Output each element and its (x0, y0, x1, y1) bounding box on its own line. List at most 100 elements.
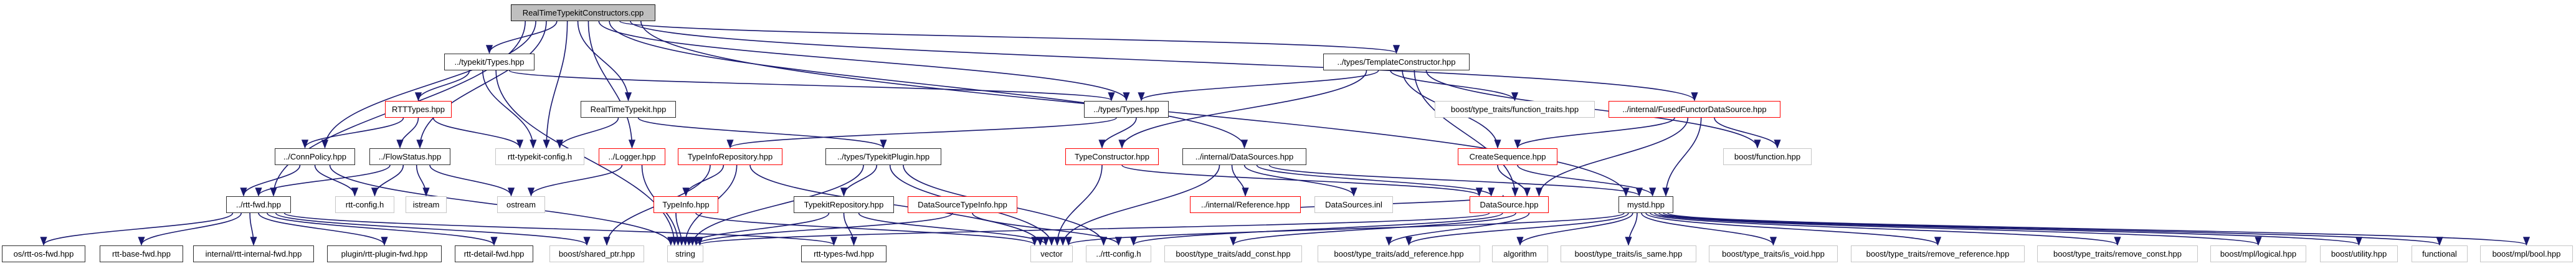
graph-node-datasources_inl: DataSources.inl (1314, 196, 1393, 213)
graph-node-functional: functional (2412, 245, 2468, 262)
include-edge (267, 212, 498, 246)
graph-node-function_traits: boost/type_traits/function_traits.hpp (1435, 101, 1595, 118)
graph-node-logger[interactable]: ../Logger.hpp (599, 148, 665, 165)
graph-node-add_const: boost/type_traits/add_const.hpp (1164, 245, 1302, 262)
graph-node-datasourcetypeinfo[interactable]: DataSourceTypeInfo.hpp (908, 196, 1017, 213)
graph-node-root[interactable]: RealTimeTypekitConstructors.cpp (511, 4, 655, 21)
include-edge (1065, 212, 1625, 246)
graph-node-typekit_types[interactable]: ../typekit/Types.hpp (444, 54, 535, 70)
include-edge (1256, 164, 1495, 197)
include-edge (432, 117, 524, 149)
graph-node-ostream: ostream (497, 196, 545, 213)
include-edge (255, 164, 391, 197)
graph-node-typekitplugin[interactable]: ../types/TypekitPlugin.hpp (825, 148, 941, 165)
graph-node-mystd[interactable]: mystd.hpp (1618, 196, 1673, 213)
graph-node-rtt_config: rtt-config.h (335, 196, 394, 213)
include-edge (1390, 70, 1518, 102)
graph-node-realtimetypekit[interactable]: RealTimeTypekit.hpp (581, 101, 676, 118)
include-edge (138, 212, 242, 246)
include-edge (1714, 117, 1781, 149)
include-edge (1625, 212, 1638, 246)
graph-node-utility: boost/utility.hpp (2320, 245, 2398, 262)
graph-node-datasources[interactable]: ../internal/DataSources.hpp (1182, 148, 1306, 165)
graph-node-reference[interactable]: ../internal/Reference.hpp (1190, 196, 1301, 213)
include-edge (682, 164, 725, 197)
graph-node-typekitrepository[interactable]: TypekitRepository.hpp (794, 196, 894, 213)
graph-node-datasource[interactable]: DataSource.hpp (1470, 196, 1549, 213)
include-edge (689, 164, 864, 246)
include-edge (1645, 212, 1941, 246)
include-edge (301, 117, 404, 149)
include-edge (40, 212, 234, 246)
include-edge (321, 21, 536, 149)
include-edge (1385, 212, 1530, 246)
include-edge (1138, 70, 1379, 102)
include-edge (416, 164, 430, 197)
graph-node-createsequence[interactable]: CreateSequence.hpp (1458, 148, 1557, 165)
graph-node-connpolicy[interactable]: ../ConnPolicy.hpp (275, 148, 355, 165)
graph-node-os_fwd[interactable]: os/rtt-os-fwd.hpp (2, 245, 85, 262)
include-edge (1650, 212, 2121, 246)
include-edge (1098, 117, 1137, 149)
include-edge (495, 70, 678, 246)
include-edge (637, 117, 887, 149)
include-edge (396, 117, 419, 149)
graph-node-detail_fwd[interactable]: rtt-detail-fwd.hpp (455, 245, 533, 262)
include-edge (556, 117, 619, 149)
graph-node-types_fwd[interactable]: rtt-types-fwd.hpp (801, 245, 886, 262)
graph-node-vector: vector (1030, 245, 1073, 262)
include-edge (619, 21, 1400, 54)
graph-node-string: string (667, 245, 703, 262)
graph-node-base_fwd[interactable]: rtt-base-fwd.hpp (100, 245, 183, 262)
graph-node-flowstatus[interactable]: ../FlowStatus.hpp (369, 148, 450, 165)
graph-node-plugin_fwd[interactable]: plugin/rtt-plugin-fwd.hpp (327, 245, 442, 262)
include-edge (726, 117, 1117, 149)
graph-node-mpl_bool: boost/mpl/bool.hpp (2480, 245, 2573, 262)
graph-node-istream: istream (406, 196, 447, 213)
graph-node-add_reference: boost/type_traits/add_reference.hpp (1318, 245, 1480, 262)
include-edge (416, 21, 547, 149)
graph-node-is_same: boost/type_traits/is_same.hpp (1561, 245, 1696, 262)
include-edge (1535, 117, 1689, 197)
include-edge (598, 21, 1130, 102)
graph-node-types_types[interactable]: ../types/Types.hpp (1084, 101, 1169, 118)
graph-node-is_void: boost/type_traits/is_void.hpp (1709, 245, 1838, 262)
include-edge (840, 164, 878, 197)
include-edge (1663, 212, 2443, 246)
include-edge (609, 21, 1248, 149)
graph-node-remove_const: boost/type_traits/remove_const.hpp (2037, 245, 2198, 262)
include-edge (275, 212, 591, 246)
include-edge (675, 212, 685, 246)
include-edge (749, 164, 1044, 246)
graph-node-rtt_typekit_config: rtt-typekit-config.h (495, 148, 584, 165)
include-edge (240, 164, 301, 197)
include-edge (693, 212, 953, 246)
include-edge (485, 21, 558, 54)
include-edge (1405, 212, 1629, 246)
graph-node-template_constructor[interactable]: ../types/TemplateConstructor.hpp (1323, 54, 1470, 70)
graph-node-typeinfo[interactable]: TypeInfo.hpp (654, 196, 718, 213)
include-edge (1497, 164, 1531, 197)
include-edge (1414, 70, 1519, 197)
graph-node-typeconstructor[interactable]: TypeConstructor.hpp (1065, 148, 1159, 165)
graph-node-rtttypes[interactable]: RTTTypes.hpp (385, 101, 452, 118)
include-edge (1243, 164, 1357, 197)
graph-node-fusedfunctor[interactable]: ../internal/FusedFunctorDataSource.hpp (1609, 101, 1780, 118)
graph-node-mpl_logical: boost/mpl/logical.hpp (2210, 245, 2306, 262)
include-edge (577, 21, 632, 102)
include-edge (1514, 117, 1675, 149)
graph-node-typeinforepository[interactable]: TypeInfoRepository.hpp (678, 148, 782, 165)
graph-node-shared_ptr: boost/shared_ptr.hpp (549, 245, 644, 262)
graph-node-algorithm: algorithm (1492, 245, 1548, 262)
graph-node-internal_fwd[interactable]: internal/rtt-internal-fwd.hpp (193, 245, 314, 262)
include-edge (508, 70, 1115, 102)
include-edge (1130, 212, 1503, 246)
include-edge (1654, 212, 2262, 246)
include-edge (1231, 164, 1249, 197)
graph-node-rtt_fwd[interactable]: ../rtt-fwd.hpp (226, 196, 291, 213)
include-edge (630, 21, 1698, 102)
include-edge (482, 70, 537, 149)
include-edge (1658, 212, 2362, 246)
include-edge (695, 212, 1038, 246)
